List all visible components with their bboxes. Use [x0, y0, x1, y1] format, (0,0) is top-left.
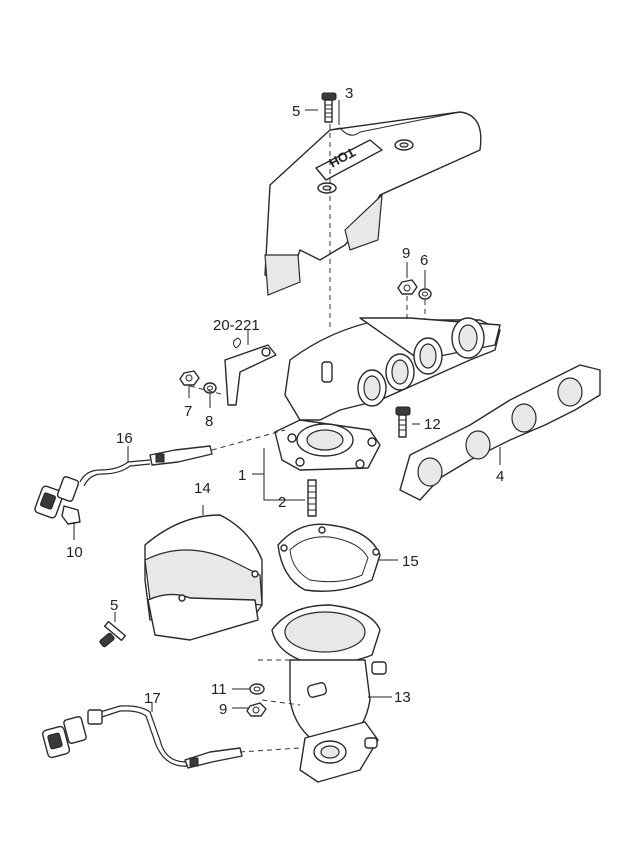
catalyst-gasket	[277, 523, 381, 592]
washer-8	[203, 382, 217, 394]
nut-9-top	[397, 279, 418, 295]
callout-12: 12	[424, 416, 441, 433]
callout-17: 17	[144, 690, 161, 707]
callout-1: 1	[238, 467, 246, 484]
callout-5-top: 5	[292, 103, 300, 120]
callout-3: 3	[345, 85, 353, 102]
nut-9-lower	[246, 702, 267, 717]
callout-11: 11	[211, 681, 227, 698]
callout-2: 2	[278, 494, 286, 511]
stud-2	[307, 479, 317, 517]
manifold-bracket	[224, 337, 277, 406]
oxygen-sensor-17	[41, 705, 243, 769]
upper-heat-shield: HOT	[264, 111, 482, 296]
callout-7: 7	[184, 403, 192, 420]
callout-16: 16	[116, 430, 133, 447]
bolt-5-top	[321, 92, 337, 123]
lower-heat-shield	[144, 514, 263, 641]
callout-15: 15	[402, 553, 419, 570]
callout-5-lower: 5	[110, 597, 118, 614]
callout-8: 8	[205, 413, 213, 430]
nut-7	[179, 370, 200, 386]
oxygen-sensor-16	[34, 445, 213, 525]
callout-9-top: 9	[402, 245, 410, 262]
callout-ref-20-221: 20-221	[213, 317, 260, 334]
nut-11	[249, 683, 265, 695]
manifold-gasket	[399, 364, 601, 501]
exhaust-manifold	[274, 317, 501, 471]
callout-9-lower: 9	[219, 701, 227, 718]
washer-6	[418, 288, 432, 300]
callout-4: 4	[496, 468, 504, 485]
bolt-5-lower	[99, 620, 127, 648]
bolt-12	[395, 406, 411, 438]
callout-6: 6	[420, 252, 428, 269]
callout-14: 14	[194, 480, 211, 497]
callout-10: 10	[66, 544, 83, 561]
catalytic-converter	[271, 604, 387, 783]
callout-13: 13	[394, 689, 411, 706]
